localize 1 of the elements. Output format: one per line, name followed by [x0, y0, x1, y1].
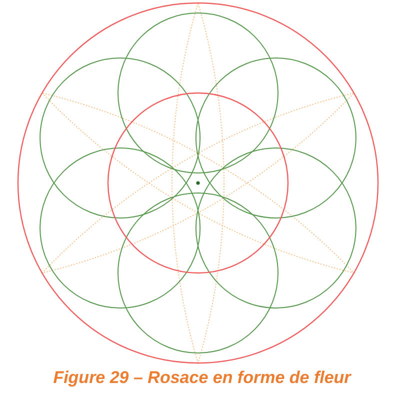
- figure-caption: Figure 29 – Rosace en forme de fleur: [53, 368, 351, 388]
